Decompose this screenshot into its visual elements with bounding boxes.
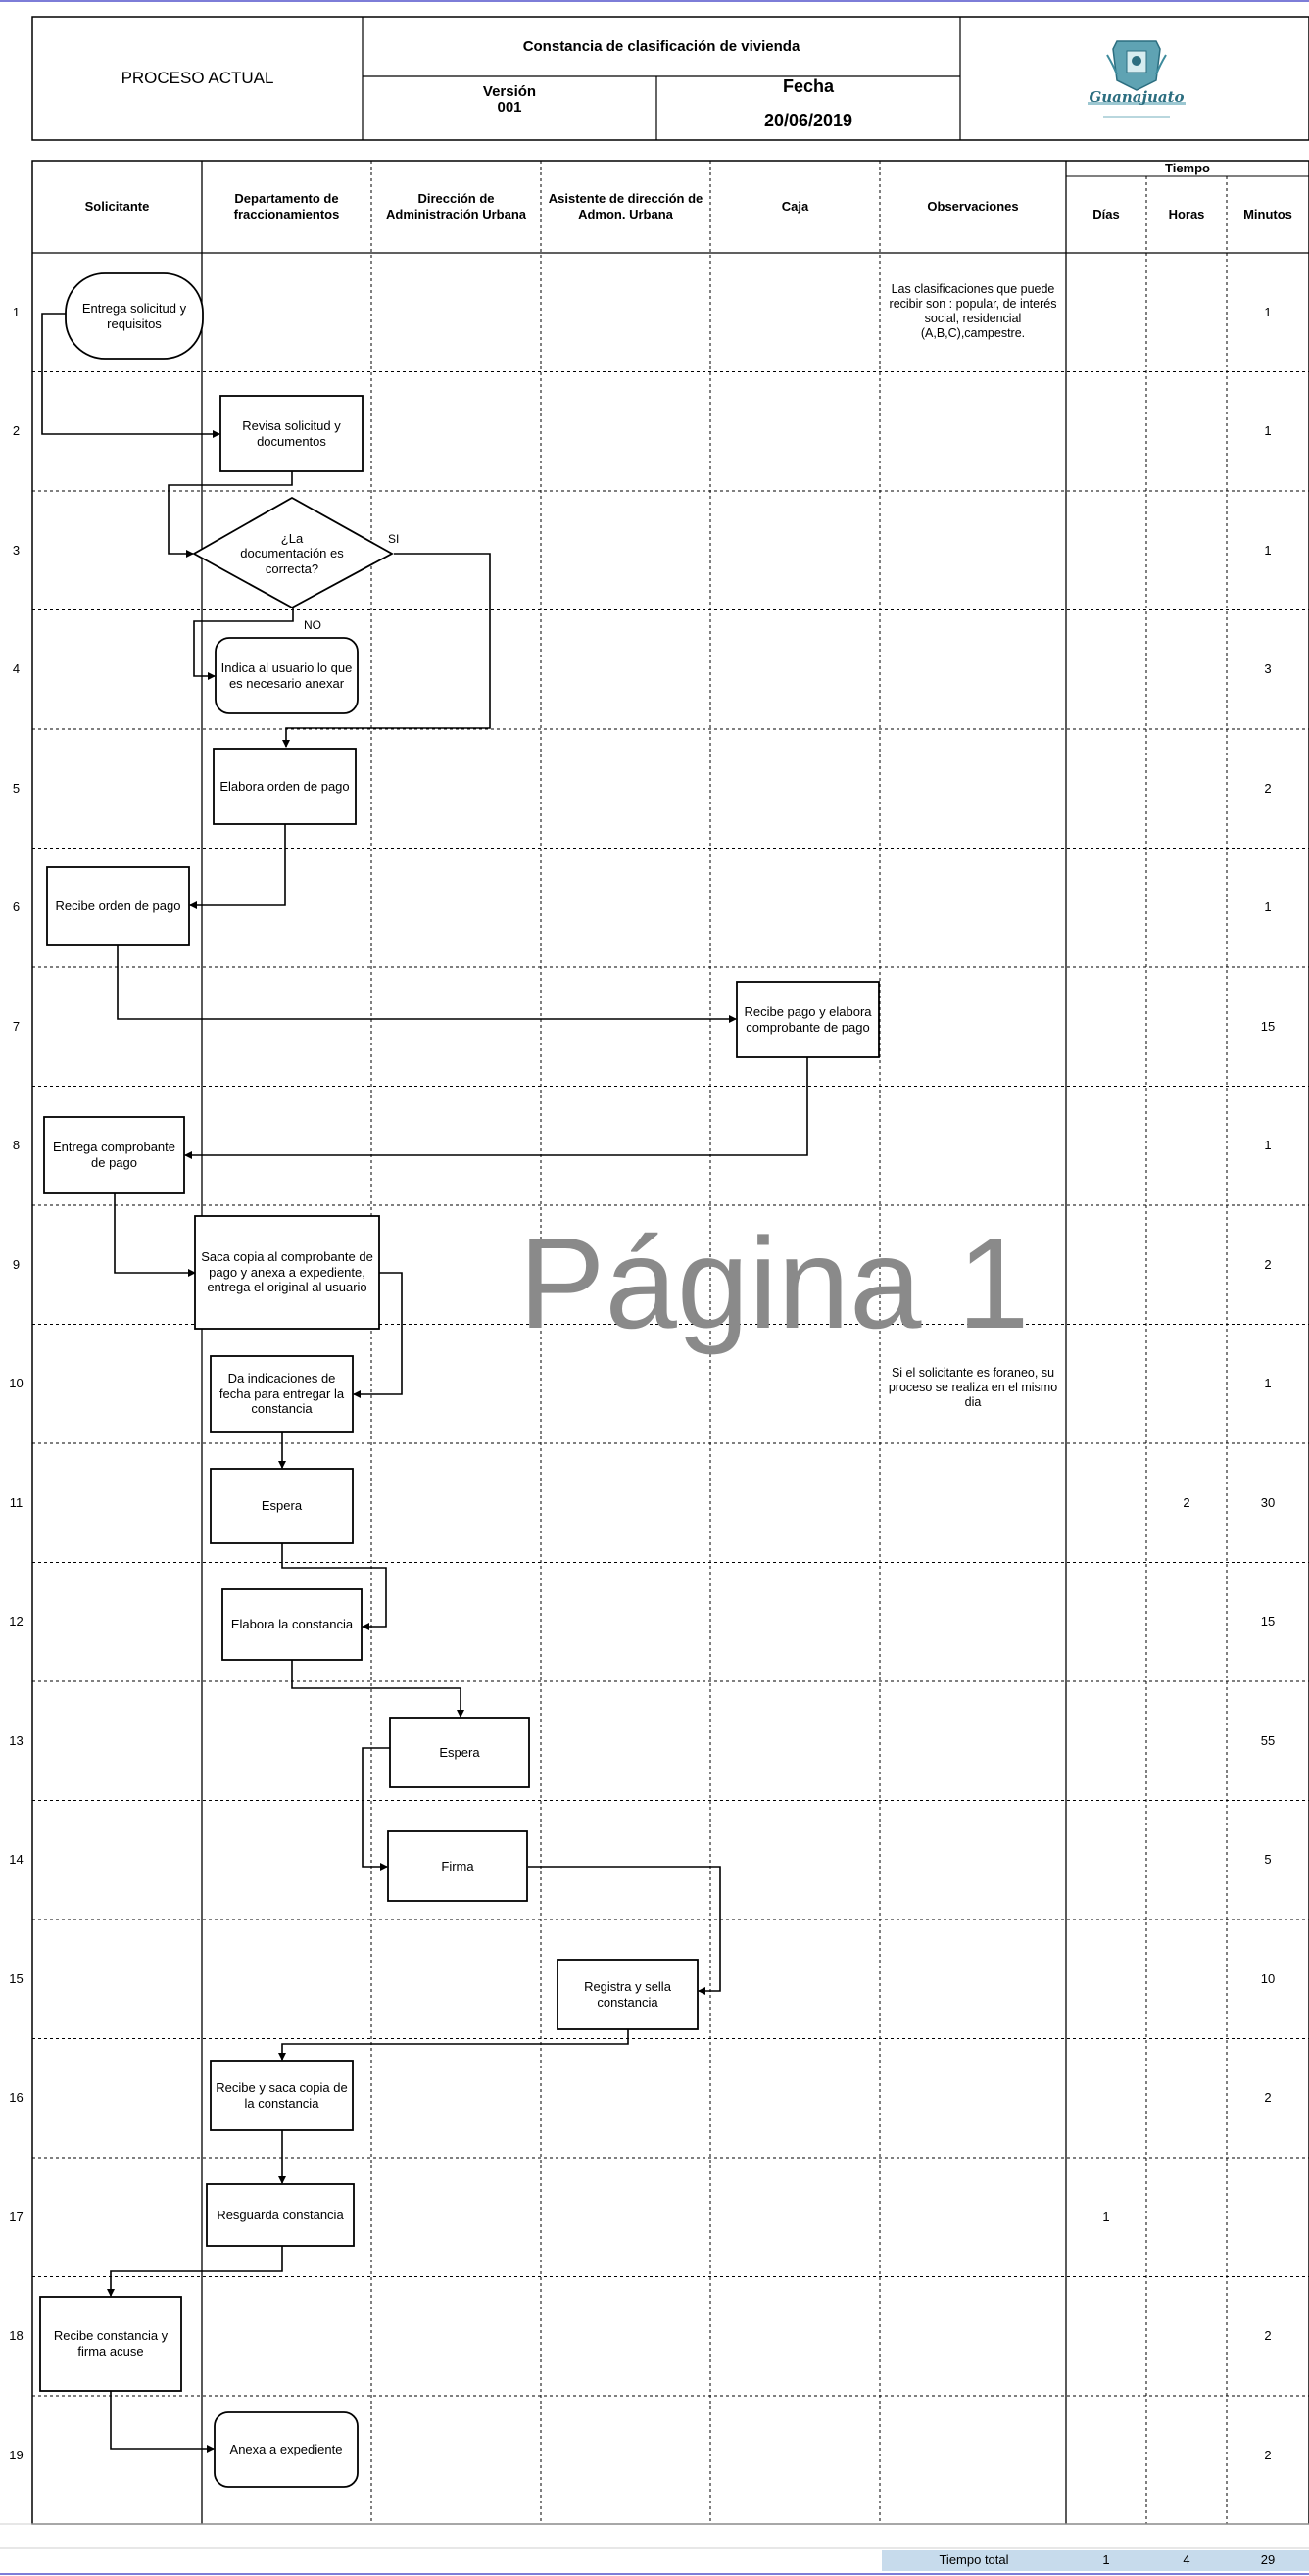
date-block: Fecha 20/06/2019 [656,76,960,131]
step-firma: Firma [441,1858,474,1873]
row-number: 11 [9,1494,24,1510]
col-caja: Caja [781,199,809,215]
observation-row-1: Las clasificaciones que puede recibir so… [889,282,1057,340]
col-dias: Días [1092,207,1120,222]
process-label: PROCESO ACTUAL [121,68,274,87]
row-number: 3 [12,542,21,558]
decision-yes-label: SI [388,531,400,546]
row-number: 18 [9,2328,24,2344]
step-anexa-expediente: Anexa a expediente [229,2442,343,2457]
date-value: 20/06/2019 [763,111,853,130]
step-recibe-orden: Recibe orden de pago [55,898,181,913]
row-minutos: 1 [1264,899,1272,915]
crest-icon [1088,40,1186,118]
row-number: 6 [12,899,21,915]
bottom-border [0,2573,1309,2575]
col-direccion: Dirección de Administración Urbana [385,191,527,221]
row-minutos: 30 [1260,1494,1276,1510]
row-minutos: 10 [1260,1970,1276,1986]
row-horas: 2 [1183,1494,1190,1510]
step-saca-copia: Saca copia al comprobante de pago y anex… [201,1249,373,1295]
row-number: 15 [9,1970,24,1986]
row-minutos: 1 [1264,304,1272,319]
total-minutos: 29 [1260,2552,1276,2568]
observation-row-10: Si el solicitante es foraneo, su proceso… [888,1365,1058,1409]
row-minutos: 2 [1264,2090,1272,2106]
row-number: 2 [12,423,21,439]
col-solicitante: Solicitante [84,199,150,215]
col-minutos: Minutos [1243,207,1292,222]
decision-documentacion: ¿La documentación es correcta? [240,530,344,576]
decision-no-label: NO [304,617,321,632]
version-label: Versión [482,83,537,100]
row-minutos: 1 [1264,542,1272,558]
row-number: 4 [12,661,21,677]
row-minutos: 1 [1264,1376,1272,1391]
row-minutos: 15 [1260,1018,1276,1034]
step-espera-1: Espera [261,1498,303,1514]
row-number: 17 [9,2209,24,2224]
step-recibe-constancia: Recibe constancia y firma acuse [53,2328,169,2358]
document-title: Constancia de clasificación de vivienda [522,37,800,55]
row-number: 13 [9,1732,24,1748]
total-horas: 4 [1183,2552,1190,2568]
row-number: 7 [12,1018,21,1034]
row-minutos: 3 [1264,661,1272,677]
row-minutos: 5 [1264,1852,1272,1868]
step-recibe-copia: Recibe y saca copia de la constancia [216,2079,348,2111]
total-dias: 1 [1102,2552,1110,2568]
col-horas: Horas [1168,207,1205,222]
row-minutos: 2 [1264,780,1272,796]
row-number: 14 [9,1852,24,1868]
step-registra-sella: Registra y sella constancia [584,1978,671,2010]
step-resguarda: Resguarda constancia [217,2207,344,2222]
row-number: 1 [12,304,21,319]
row-minutos: 2 [1264,1256,1272,1272]
col-departamento: Departamento de fraccionamientos [233,191,340,221]
row-minutos: 2 [1264,2328,1272,2344]
col-asistente: Asistente de dirección de Admon. Urbana [548,191,703,221]
row-minutos: 1 [1264,1138,1272,1153]
row-number: 5 [12,780,21,796]
version-block: Versión 001 [363,84,656,116]
date-label: Fecha [782,76,835,96]
logo-text: Guanajuato [1089,88,1185,106]
row-number: 12 [9,1614,24,1629]
step-entrega-solicitud: Entrega solicitud y requisitos [81,300,187,331]
total-label: Tiempo total [939,2552,1009,2568]
col-observaciones: Observaciones [927,199,1019,215]
step-indica-usuario: Indica al usuario lo que es necesario an… [220,659,353,691]
step-espera-2: Espera [439,1744,480,1760]
municipal-logo: Guanajuato [1078,35,1195,123]
row-number: 9 [12,1256,21,1272]
step-da-indicaciones: Da indicaciones de fecha para entregar l… [218,1371,345,1417]
row-number: 8 [12,1138,21,1153]
col-tiempo: Tiempo [1165,161,1210,176]
row-number: 19 [9,2447,24,2462]
step-revisa-solicitud: Revisa solicitud y documentos [242,417,341,449]
s1-shape [65,272,204,360]
step-entrega-comprobante: Entrega comprobante de pago [52,1140,176,1170]
row-minutos: 55 [1260,1732,1276,1748]
row-minutos: 2 [1264,2447,1272,2462]
row-number: 10 [9,1376,24,1391]
row-number: 16 [9,2090,24,2106]
total-bar [882,2550,1309,2571]
step-elabora-orden: Elabora orden de pago [219,778,350,794]
version-value: 001 [497,99,522,116]
top-border [0,0,1309,2]
step-recibe-pago: Recibe pago y elabora comprobante de pag… [744,1003,872,1035]
step-elabora-constancia: Elabora la constancia [230,1617,354,1632]
row-minutos: 1 [1264,423,1272,439]
row-dias: 1 [1102,2209,1110,2224]
watermark-text: Página 1 [518,1211,1030,1355]
row-minutos: 15 [1260,1614,1276,1629]
